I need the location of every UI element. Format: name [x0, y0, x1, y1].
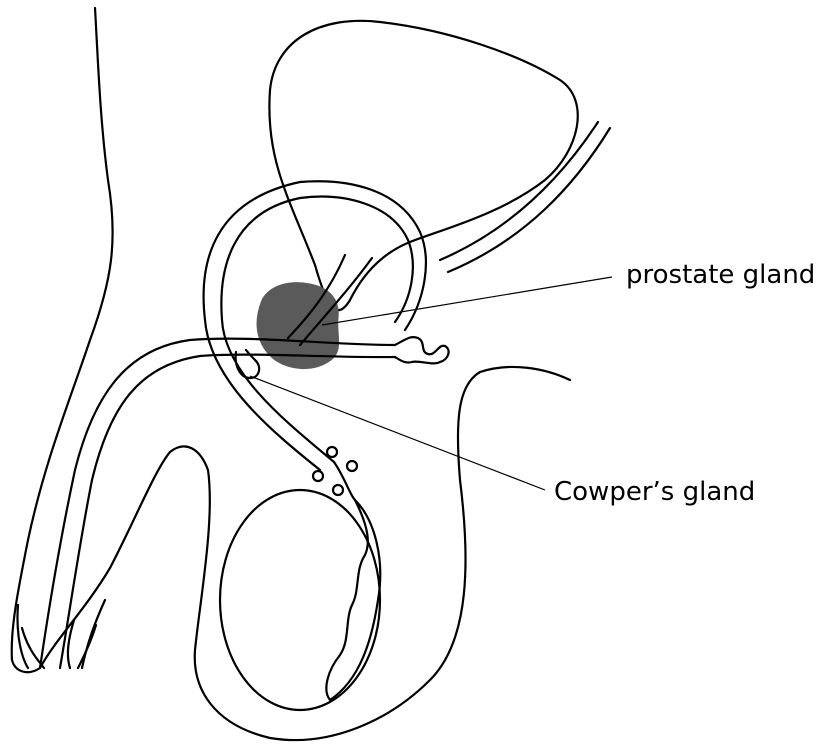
- epididymis: [326, 500, 380, 700]
- body-outline: [12, 8, 113, 660]
- ureter-outer: [440, 122, 598, 260]
- prostate-leader-line: [322, 277, 612, 325]
- cowper-leader-line: [250, 376, 545, 490]
- cord-node-3: [347, 461, 357, 471]
- cowpers-gland-label: Cowper’s gland: [554, 477, 755, 507]
- glans-outline: [17, 605, 28, 668]
- cord-node-4: [333, 485, 343, 495]
- ureter-inner: [448, 128, 610, 272]
- seminal-vesicle: [395, 337, 449, 363]
- penis-outline: [12, 367, 570, 740]
- prostate-gland-label: prostate gland: [626, 260, 815, 290]
- urethra-upper: [40, 339, 395, 668]
- glans-fold-4: [78, 625, 96, 668]
- cord-node-1: [327, 447, 337, 457]
- bladder: [269, 21, 577, 310]
- urethra-lower: [60, 355, 395, 668]
- testis: [220, 490, 380, 710]
- cord-node-2: [313, 471, 323, 481]
